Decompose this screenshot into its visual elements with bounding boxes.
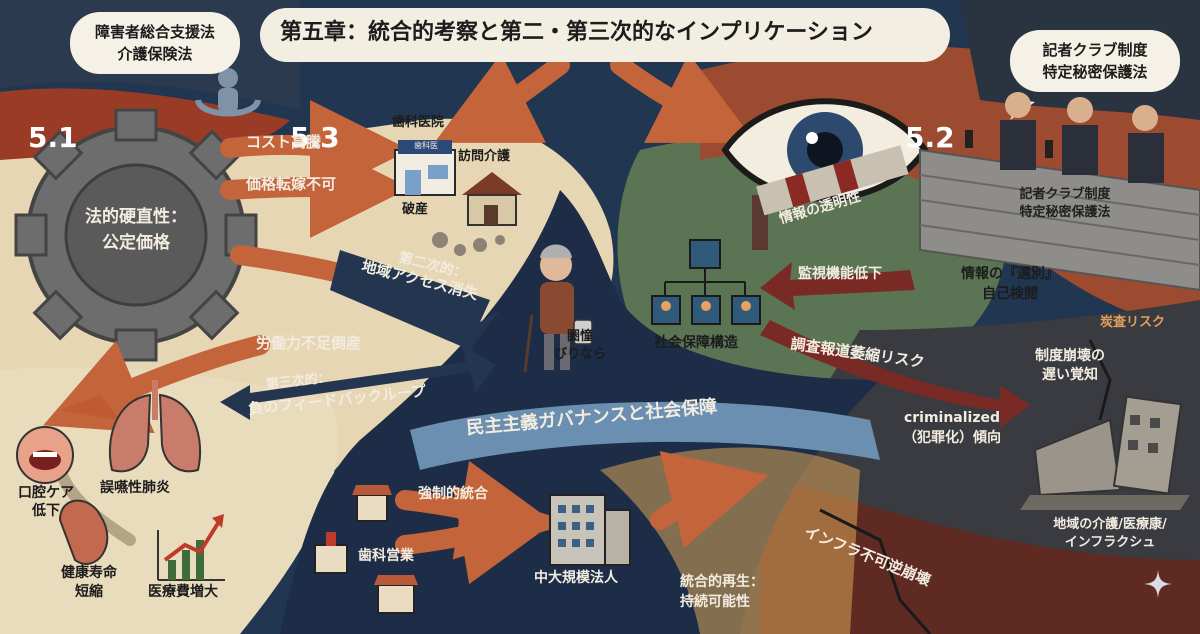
region-line1: 地域の介護/医療康/ <box>1053 517 1167 532</box>
wall-label-line1: 記者クラブ制度 <box>1019 187 1111 202</box>
dental-business-label: 歯科営業 <box>358 548 414 564</box>
care-hands-illustration <box>195 68 261 117</box>
bubble-right-line1: 記者クラブ制度 <box>1042 41 1148 59</box>
section-number-5-3: 5.3 <box>290 121 340 154</box>
oral-care-line2: 低下 <box>32 503 60 519</box>
monitoring-label: 監視機能低下 <box>798 266 882 282</box>
labor-shortage-label: 労働力不足倒産 <box>256 334 362 352</box>
elderly-person-illustration <box>523 244 593 373</box>
title-pill <box>260 8 950 62</box>
reporters-illustration <box>965 92 1164 183</box>
corporation-label: 中大規模法人 <box>534 570 618 586</box>
clinic-label: 歯科医院 <box>392 115 445 130</box>
house-illustration <box>462 172 522 226</box>
wall-label-line2: 特定秘密保護法 <box>1019 205 1111 220</box>
collapsed-buildings-illustration <box>1020 395 1190 510</box>
rising-chart-illustration <box>157 514 225 581</box>
bankrupt-label: 破産 <box>402 202 429 217</box>
law-bubble-right <box>1010 30 1180 92</box>
mouth-illustration <box>16 426 74 484</box>
gear-label-line1: 法的硬直性： <box>85 207 187 227</box>
sparkle-icon <box>1144 570 1172 598</box>
medical-cost-label: 医療費増大 <box>148 584 218 600</box>
life-expectancy-line2: 短縮 <box>75 584 103 600</box>
collapse-line1: 制度崩壊の <box>1035 348 1105 364</box>
criminalized-line1: criminalized <box>903 410 1001 426</box>
arrow-label-price: 価格転嫁不可 <box>246 175 337 193</box>
section-number-5-2: 5.2 <box>905 121 955 154</box>
oral-care-line1: 口腔ケア <box>18 485 74 501</box>
brick-wall-illustration <box>919 148 1200 292</box>
stomach-illustration <box>58 499 109 565</box>
collapse-line2: 遅い覚知 <box>1042 367 1098 383</box>
elder-label-line2: びりなら <box>553 347 606 362</box>
elder-label-line1: 圏憧 <box>566 329 593 344</box>
pneumonia-label: 誤嚥性肺炎 <box>100 480 170 496</box>
rebirth-line1: 統合的再生： <box>680 574 764 590</box>
clinic-sign: 歯科医 <box>414 141 438 150</box>
bubble-left-line2: 介護保険法 <box>117 45 193 63</box>
risk-title: 炭査リスク <box>1100 315 1166 330</box>
page-title: 第五章：統合的考察と第二・第三次的なインプリケーション <box>280 20 873 45</box>
region-line2: インフラクシュ <box>1064 535 1156 550</box>
selection-label-line1: 情報の『選別』 <box>961 266 1059 282</box>
arrow-label-cost: コスト高騰 <box>246 133 322 151</box>
barrier-illustration <box>752 145 909 250</box>
home-care-label: 訪問介護 <box>458 149 511 164</box>
selection-label-line2: 自己検閲 <box>982 286 1038 302</box>
bubble-right-line2: 特定秘密保護法 <box>1042 63 1148 81</box>
criminalized-line2: （犯罪化）傾向 <box>903 430 1001 446</box>
shop-icons <box>314 485 418 614</box>
office-building-illustration <box>549 494 631 566</box>
gear-icon <box>14 108 258 362</box>
forced-integration-label: 強制的統合 <box>418 486 488 502</box>
law-bubble-left <box>70 12 240 74</box>
rebirth-line2: 持続可能性 <box>680 594 750 610</box>
lungs-illustration <box>108 380 202 473</box>
section-number-5-1: 5.1 <box>28 121 78 154</box>
bubble-left-line1: 障害者総合支援法 <box>94 23 215 41</box>
org-chart-illustration <box>651 239 761 325</box>
gear-label-line2: 公定価格 <box>102 233 170 253</box>
life-expectancy-line1: 健康寿命 <box>61 565 117 581</box>
social-structure-label: 社会保障構造 <box>654 335 738 351</box>
clinic-illustration <box>394 140 456 196</box>
